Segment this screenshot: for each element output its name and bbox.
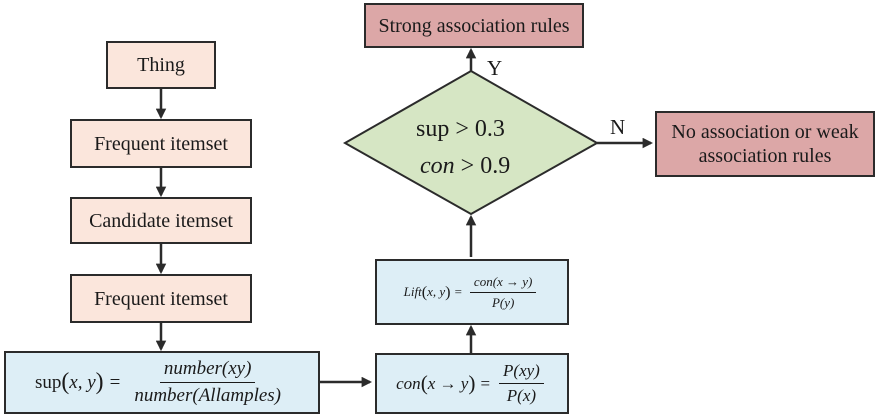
lift-func: Lift (403, 284, 422, 299)
strong-rules-box: Strong association rules (364, 3, 584, 48)
strong-rules-label: Strong association rules (378, 14, 570, 37)
support-func: sup (34, 371, 62, 393)
lift-formula-box: Lift (x, y) = con(x → y) P(y) (375, 259, 569, 325)
support-fraction: number(xy) number(Allamples) (130, 358, 285, 407)
weak-rules-box: No association or weak association rules (655, 111, 875, 177)
decision-diamond (342, 69, 600, 216)
frequent-itemset-label-1: Frequent itemset (94, 132, 228, 155)
frequent-itemset-box-2: Frequent itemset (70, 274, 252, 323)
support-numerator: number(xy) (159, 358, 256, 383)
frequent-itemset-box-1: Frequent itemset (70, 119, 252, 168)
confidence-args: x → y (427, 373, 469, 393)
confidence-func: con (396, 373, 421, 393)
decision-condition-confidence: con > 0.9 (420, 153, 510, 180)
confidence-formula: con (x → y) = P(xy) P(x) (396, 361, 548, 406)
decision-condition-support: sup > 0.3 (416, 116, 505, 143)
confidence-fraction: P(xy) P(x) (499, 361, 544, 406)
lift-formula: Lift (x, y) = con(x → y) P(y) (404, 274, 541, 311)
weak-rules-label-line1: No association or weak (671, 121, 859, 143)
confidence-denominator: P(x) (506, 386, 537, 405)
no-edge-label: N (610, 115, 626, 139)
candidate-itemset-label: Candidate itemset (89, 209, 233, 232)
lift-args: x, y (427, 284, 446, 299)
confidence-numerator: P(xy) (499, 361, 544, 384)
yes-edge-label: Y (487, 56, 503, 80)
cond1-rest: > 0.3 (449, 116, 505, 142)
candidate-itemset-box: Candidate itemset (70, 197, 252, 244)
support-denominator: number(Allamples) (134, 385, 282, 406)
support-formula: sup (x, y) = number(xy) number(Allamples… (35, 358, 289, 407)
thing-box: Thing (106, 41, 216, 89)
support-args: x, y (69, 371, 96, 393)
cond2-func: con (420, 153, 455, 179)
weak-rules-label-line2: association rules (698, 145, 832, 167)
support-formula-box: sup (x, y) = number(xy) number(Allamples… (4, 351, 320, 414)
frequent-itemset-label-2: Frequent itemset (94, 287, 228, 310)
lift-denominator: P(y) (491, 294, 515, 310)
thing-label: Thing (137, 54, 185, 76)
cond2-rest: > 0.9 (454, 153, 511, 179)
confidence-formula-box: con (x → y) = P(xy) P(x) (375, 353, 569, 414)
lift-fraction: con(x → y) P(y) (469, 274, 537, 311)
cond1-func: sup (416, 116, 450, 142)
lift-numerator: con(x → y) (469, 274, 537, 293)
